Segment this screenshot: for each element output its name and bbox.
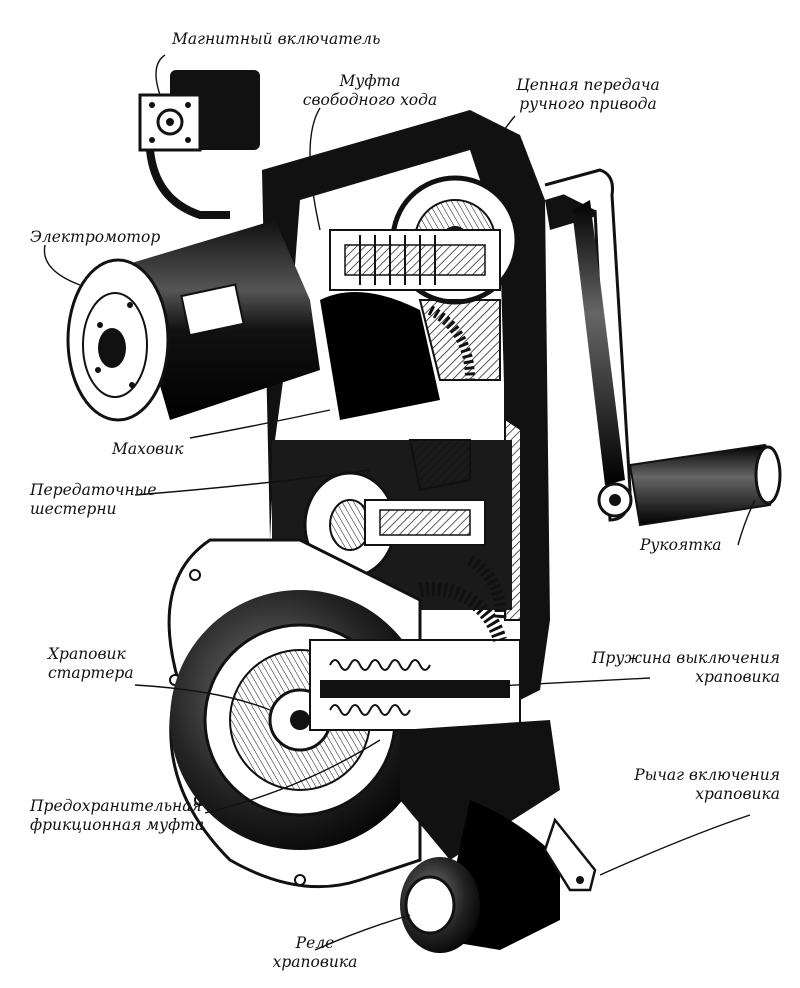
label-ratchet-engage-lever: Рычаг включения храповика <box>634 766 780 803</box>
label-flywheel: Маховик <box>112 440 184 458</box>
label-electric-motor: Электромотор <box>30 228 161 246</box>
flywheel <box>320 292 475 420</box>
crank-handle <box>544 168 782 527</box>
label-chain-drive: Цепная передача ручного привода <box>516 76 660 113</box>
relay-housing <box>400 720 597 953</box>
freewheel-mechanism <box>329 229 501 381</box>
label-starter-ratchet: Храповик стартера <box>48 645 134 682</box>
label-ratchet-release-spring: Пружина выключения храповика <box>591 649 780 686</box>
ratchet-shaft <box>309 581 521 731</box>
label-ratchet-relay: Реле храповика <box>272 934 358 971</box>
label-safety-friction-clutch: Предохранительная фрикционная муфта <box>30 797 205 834</box>
label-freewheel-clutch: Муфта свободного хода <box>302 72 438 109</box>
magnetic-switch <box>138 70 260 219</box>
label-magnetic-switch: Магнитный включатель <box>172 30 381 48</box>
label-handle: Рукоятка <box>640 536 722 554</box>
electric-motor <box>66 220 320 422</box>
transmission-gears <box>303 439 507 621</box>
leader-lines <box>43 54 756 951</box>
label-transmission-gears: Передаточные шестерни <box>30 481 157 518</box>
